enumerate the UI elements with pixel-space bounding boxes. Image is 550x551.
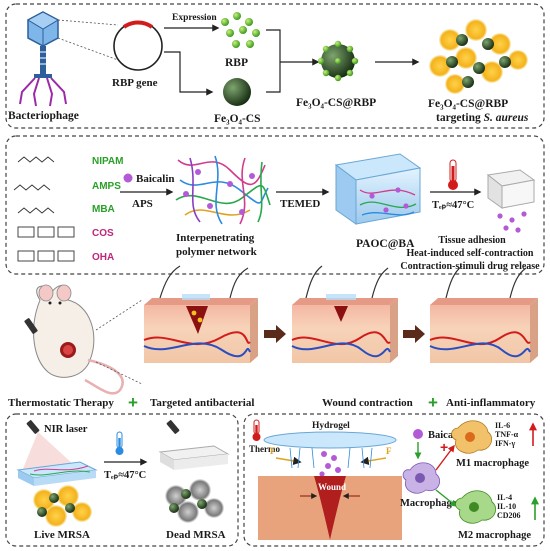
- paoc-ba-label: PAOC@BA: [356, 238, 415, 250]
- contracted-gel: [486, 169, 536, 233]
- force-label-left: F: [270, 446, 276, 456]
- dead-mrsa-cluster: [165, 479, 224, 523]
- bacteriophage-icon: [19, 11, 67, 107]
- network-baicalin-dots: [183, 169, 255, 215]
- property-tissue-adhesion: Tissue adhesion: [438, 235, 506, 246]
- m2-cytokine-il4: IL-4: [497, 493, 512, 502]
- m1-label: M1 macrophage: [456, 458, 529, 469]
- m2-cytokine-cd206: CD206: [497, 511, 521, 520]
- baicalin-dot-icon: [123, 173, 133, 183]
- hydrogel-label: Hydrogel: [312, 421, 350, 431]
- macrophage-label: Macrophage: [400, 498, 457, 509]
- inhibit-icon: +: [440, 439, 448, 455]
- rbp-gene-label: RBP gene: [112, 77, 158, 89]
- m2-cytokine-il10: IL-10: [497, 502, 516, 511]
- baicalin-dot-icon: [413, 429, 423, 439]
- m2-label: M2 macrophage: [458, 530, 531, 541]
- thermometer-icon: [252, 419, 261, 441]
- zoom-line: [57, 37, 119, 61]
- thermo-label: Thermo: [249, 444, 280, 454]
- m1-cytokine-tnf: TNF-α: [495, 430, 519, 439]
- zoom-line: [57, 19, 119, 26]
- property-drug-release: Contraction-stimuli drug release: [400, 261, 540, 272]
- baicalin-label-2: Baicalin: [428, 430, 465, 441]
- m1-macrophage-icon: [451, 420, 492, 454]
- adhesion-lines: [289, 447, 373, 469]
- s-aureus-cluster: [429, 19, 528, 94]
- m1-cytokine-ifn: IFN-γ: [495, 439, 515, 448]
- aps-label: APS: [132, 198, 153, 210]
- monomer-oha: OHA: [92, 252, 114, 263]
- live-mrsa-label: Live MRSA: [34, 529, 90, 541]
- dead-mrsa-label: Dead MRSA: [166, 529, 226, 541]
- progress-arrow: [403, 325, 425, 343]
- tep-label: Tₑₚ≈47°C: [432, 200, 474, 211]
- ipn-label-line1: Interpenetrating: [176, 232, 255, 244]
- nir-laser-icon: [166, 420, 180, 434]
- live-mrsa-cluster: [33, 485, 92, 527]
- tep-label-2: Tₑₚ≈47°C: [104, 470, 146, 481]
- panel-phage-rbp: [5, 3, 545, 129]
- baicalin-label: Baicalin: [136, 173, 175, 185]
- skin-block-3: [429, 265, 538, 363]
- skin-block-1: [143, 265, 258, 363]
- hydrogel-disk: [263, 431, 397, 449]
- force-arrows: [275, 456, 387, 466]
- wound-label: Wound: [318, 482, 346, 492]
- zoom-line: [95, 299, 143, 331]
- contracted-gel-white: [158, 445, 230, 470]
- targeting-label-line1: Fe₃O₄-CS@RBP: [428, 98, 508, 110]
- rbp-label: RBP: [225, 57, 248, 69]
- to-m1-arrow: [435, 444, 455, 471]
- macrophage-icon: [402, 462, 440, 494]
- released-baicalin: [319, 451, 341, 477]
- fe3o4-arrow: [164, 51, 214, 96]
- therapy-thermostatic: Thermostatic Therapy: [8, 397, 114, 409]
- nir-laser-pointer-icon: [24, 318, 38, 334]
- monomer-cos: COS: [92, 228, 114, 239]
- m2-macrophage-icon: [455, 490, 496, 524]
- fe3o4-cs-label: Fe₃O₄-CS: [214, 113, 261, 125]
- zoom-line: [95, 361, 143, 385]
- therapy-targeted-antibacterial: Targeted antibacterial: [150, 397, 254, 409]
- property-self-contraction: Heat-induced self-contraction: [407, 248, 534, 259]
- combine-bracket: [266, 29, 281, 93]
- monomer-structures: [13, 156, 75, 262]
- therapy-anti-inflammatory: Anti-inflammatory: [446, 397, 536, 409]
- wound-tissue: [258, 476, 402, 540]
- paoc-ba-hydrogel: [334, 153, 422, 225]
- fe3o4-cs-rbp-particle: [317, 40, 359, 82]
- to-m2-arrow: [435, 489, 458, 507]
- force-label-right: F: [386, 446, 392, 456]
- plus-icon: +: [428, 393, 438, 412]
- bacteriophage-label: Bacteriophage: [8, 110, 79, 122]
- fe3o4-cs-sphere: [223, 78, 251, 106]
- therapy-wound-contraction: Wound contraction: [322, 397, 413, 409]
- nir-laser-label: NIR laser: [44, 424, 88, 435]
- thermometer-icon: [115, 431, 124, 455]
- monomer-mba: MBA: [92, 204, 115, 215]
- plasmid-icon: [113, 20, 163, 71]
- thermometer-icon: [448, 159, 458, 190]
- targeting-label-line2: targeting S. aureus: [436, 112, 529, 124]
- plus-icon: +: [128, 393, 138, 412]
- ipn-label-line2: polymer network: [176, 246, 258, 258]
- mouse-illustration: [33, 284, 124, 395]
- progress-arrow: [264, 325, 286, 343]
- fe3o4-cs-rbp-label: Fe₃O₄-CS@RBP: [296, 97, 376, 109]
- monomer-amps: AMPS: [92, 181, 121, 192]
- expression-label: Expression: [172, 13, 217, 23]
- m1-cytokine-il6: IL-6: [495, 421, 510, 430]
- monomer-nipam: NIPAM: [92, 156, 123, 167]
- temed-label: TEMED: [280, 198, 320, 210]
- rbp-particles: [221, 12, 260, 48]
- gel-on-mrsa: [16, 461, 98, 486]
- panel-hydrogel-synthesis: [5, 135, 545, 275]
- polymer-network: [175, 155, 271, 225]
- skin-block-2: [291, 265, 398, 363]
- panel-anti-inflammatory: [243, 413, 545, 547]
- panel-antibacterial: [5, 413, 239, 547]
